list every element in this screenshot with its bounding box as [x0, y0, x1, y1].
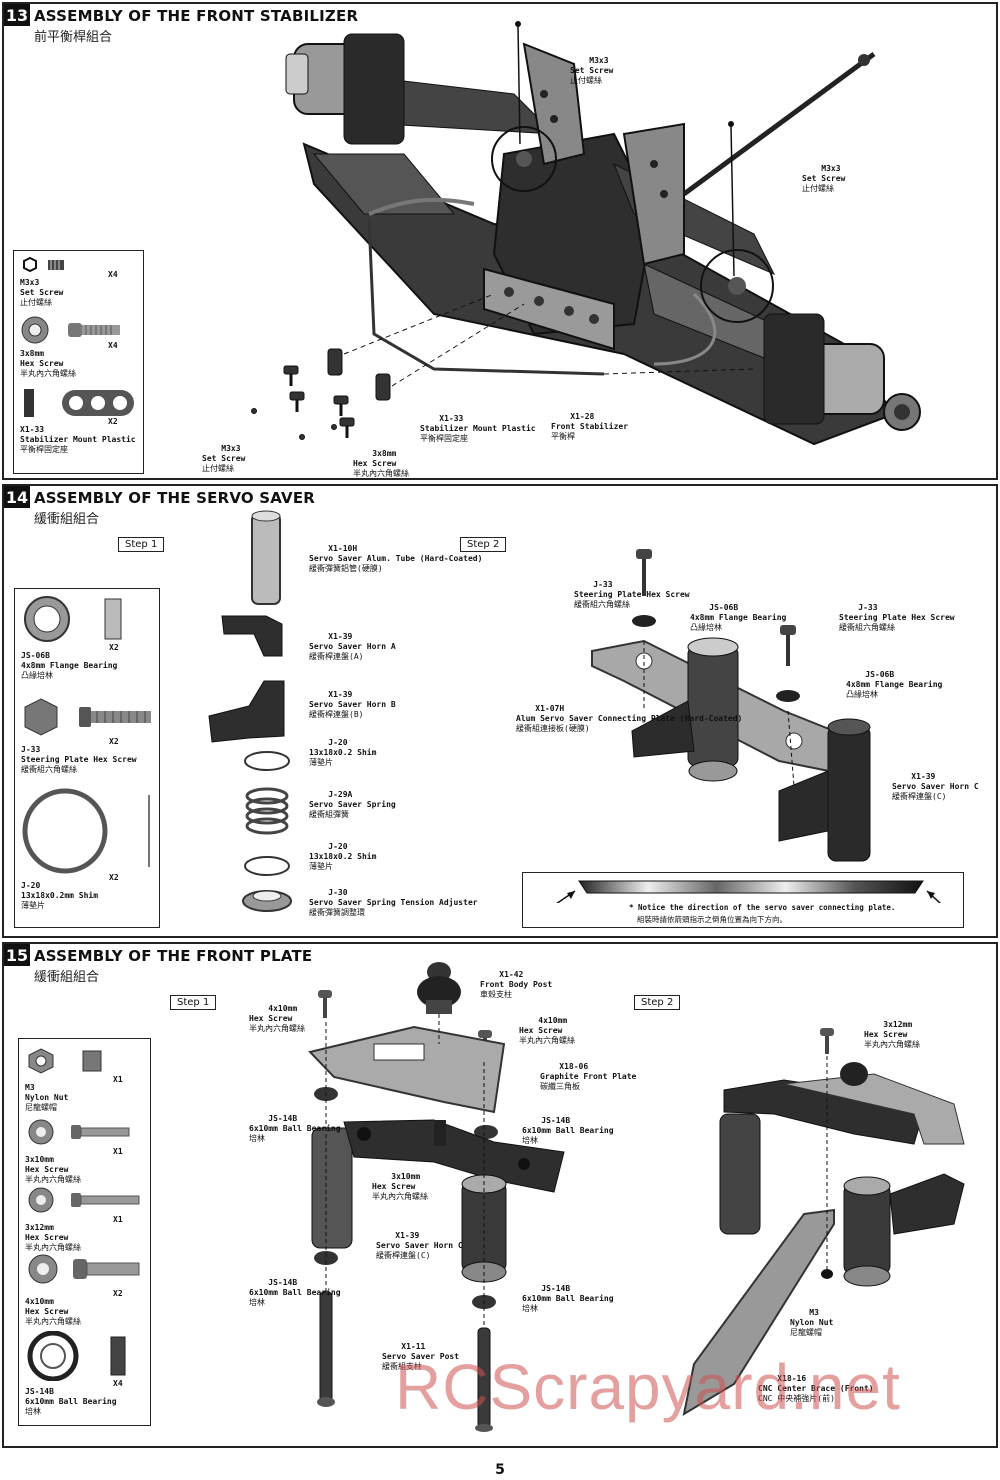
- step-2-label: Step 2: [460, 537, 507, 552]
- step-1-label: Step 1: [170, 995, 217, 1010]
- flange-bearing-icon: [24, 596, 122, 642]
- section-title-chinese: 前平衡桿組合: [34, 30, 113, 45]
- step-2-label: Step 2: [634, 995, 681, 1010]
- hex-screw-icon: [21, 316, 120, 344]
- watermark: RCScrapyard.net: [395, 1351, 901, 1423]
- step-number: 13: [4, 4, 30, 26]
- stabilizer-mount-icon: [24, 389, 134, 417]
- section-title: ASSEMBLY OF THE FRONT PLATE: [34, 947, 313, 965]
- connecting-plate-profile: [556, 880, 942, 903]
- section-title-chinese: 緩衝組組合: [34, 970, 100, 985]
- front-plate-step1-drawing: [308, 962, 565, 1432]
- hex-screw-3x12-icon: [28, 1187, 140, 1213]
- shim-icon: [22, 788, 150, 874]
- orientation-note-chinese: 組裝時請依箭頭指示之倒角位置為向下方向。: [637, 915, 787, 924]
- set-screw-icon: [23, 257, 64, 273]
- section-title: ASSEMBLY OF THE FRONT STABILIZER: [34, 7, 359, 25]
- step-1-label: Step 1: [118, 537, 165, 552]
- ball-bearing-icon: [27, 1331, 126, 1381]
- section-title-chinese: 緩衝組組合: [34, 512, 100, 527]
- front-chassis-drawing: [251, 21, 921, 446]
- section-13-front-stabilizer: 13 ASSEMBLY OF THE FRONT STABILIZER 前平衡桿…: [2, 2, 998, 480]
- servo-saver-step2-drawing: [591, 549, 871, 862]
- front-plate-step2-drawing: [682, 1028, 965, 1417]
- section-title: ASSEMBLY OF THE SERVO SAVER: [34, 489, 316, 507]
- hex-screw-3x10-icon: [28, 1119, 130, 1145]
- step-number: 14: [4, 486, 30, 508]
- step-number: 15: [4, 944, 30, 966]
- nylon-nut-icon: [28, 1048, 102, 1074]
- servo-saver-step1-drawing: [208, 510, 292, 912]
- section-14-servo-saver: 14 ASSEMBLY OF THE SERVO SAVER 緩衝組組合 Ste…: [2, 484, 998, 938]
- steering-plate-screw-icon: [24, 698, 151, 736]
- page-number: 5: [495, 1462, 505, 1478]
- orientation-note-box: * Notice the direction of the servo save…: [522, 872, 964, 928]
- orientation-note: * Notice the direction of the servo save…: [629, 903, 896, 912]
- section-15-front-plate: 15 ASSEMBLY OF THE FRONT PLATE 緩衝組組合 Ste…: [2, 942, 998, 1448]
- hex-screw-4x10-icon: [28, 1254, 140, 1284]
